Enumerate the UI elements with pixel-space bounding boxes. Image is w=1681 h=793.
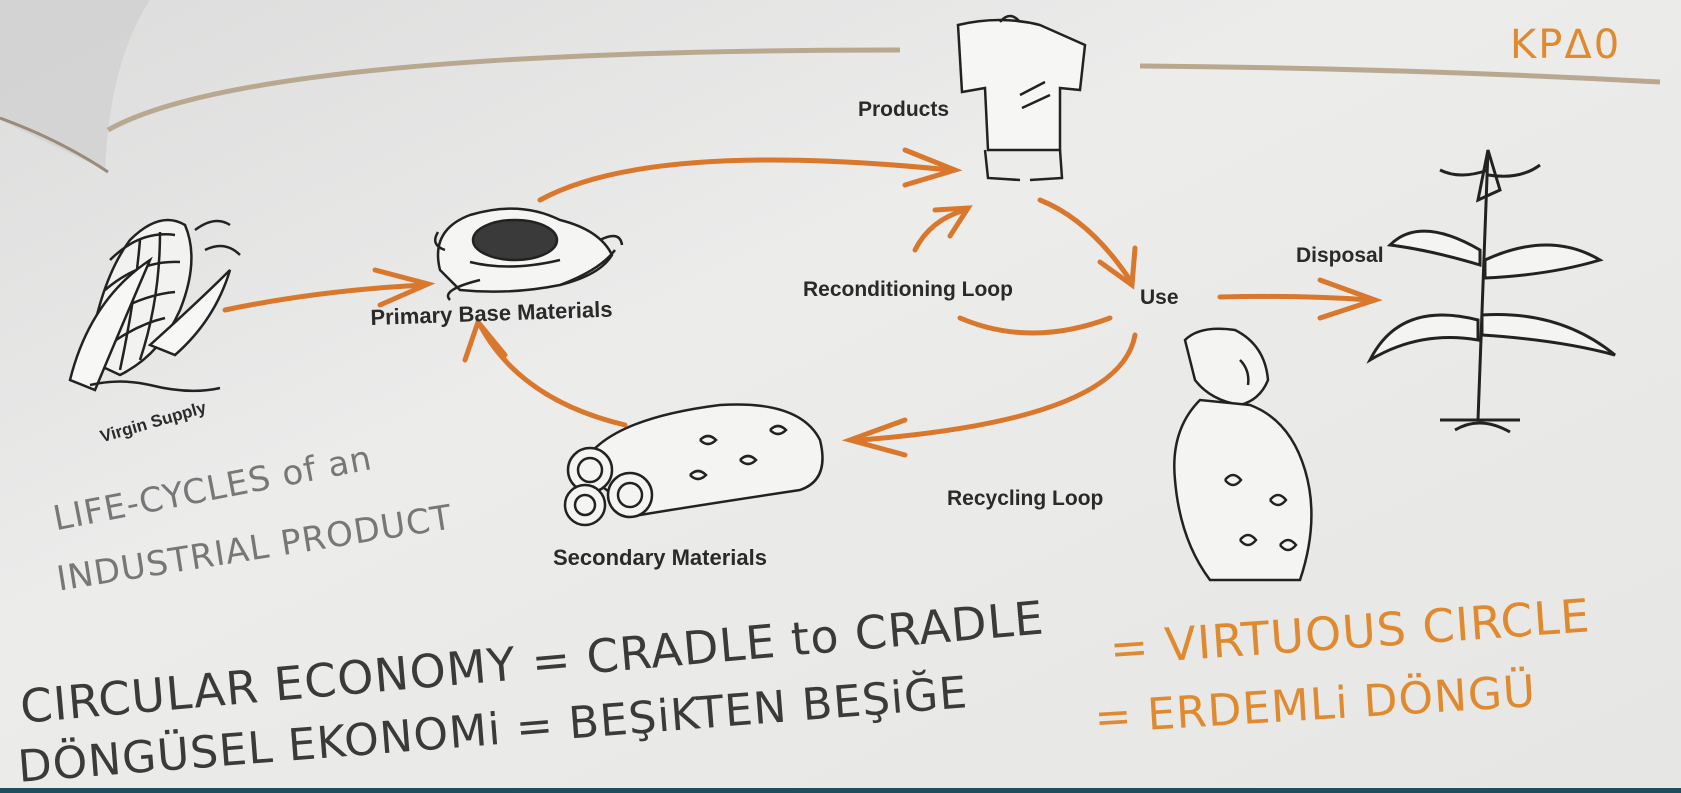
label-recycling-loop: Recycling Loop <box>947 487 1103 511</box>
page-code: KPΔ0 <box>1510 22 1621 68</box>
label-disposal: Disposal <box>1296 244 1384 268</box>
label-products: Products <box>858 98 949 122</box>
label-use: Use <box>1140 286 1179 310</box>
label-secondary-materials: Secondary Materials <box>553 545 767 571</box>
label-reconditioning-loop: Reconditioning Loop <box>803 278 1013 302</box>
